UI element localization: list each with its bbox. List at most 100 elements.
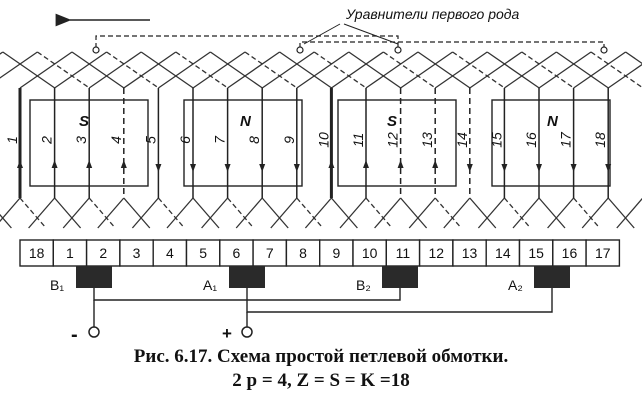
end-connection xyxy=(365,197,393,229)
end-connection xyxy=(123,51,177,89)
end-connection xyxy=(434,197,462,229)
end-connection xyxy=(443,197,471,229)
end-connection xyxy=(88,51,142,89)
current-arrow xyxy=(363,160,369,168)
commutator-segment xyxy=(85,239,121,267)
end-connection xyxy=(469,51,523,89)
end-connection xyxy=(607,197,635,229)
end-connection xyxy=(235,197,263,229)
conductor-label: 17 xyxy=(558,131,574,148)
end-connections xyxy=(0,51,642,229)
current-arrow xyxy=(605,164,612,172)
pole-letter: S xyxy=(79,113,89,130)
end-connection xyxy=(54,197,82,229)
equalizer-connections: Уравнители первого рода xyxy=(55,6,608,54)
brush xyxy=(229,266,265,288)
conductor-label: 9 xyxy=(281,136,297,144)
end-connection xyxy=(512,197,540,229)
commutator-segment-label: 18 xyxy=(29,245,45,261)
brush xyxy=(382,266,418,288)
brush xyxy=(534,266,570,288)
end-connection xyxy=(607,63,642,89)
commutator-segment xyxy=(185,239,221,267)
conductor-label: 8 xyxy=(246,136,262,144)
pole-letter: N xyxy=(547,113,559,130)
conductor-label: 2 xyxy=(39,136,55,145)
end-connection xyxy=(62,197,90,229)
pole-outline xyxy=(337,99,457,187)
commutator-segment-label: 16 xyxy=(562,245,578,261)
commutator-segment xyxy=(52,239,88,267)
pole-letter: N xyxy=(240,113,252,130)
end-connection xyxy=(192,51,246,89)
commutator-segment-label: 17 xyxy=(595,245,611,261)
end-connection xyxy=(616,197,642,229)
conductor-label: 18 xyxy=(592,132,608,148)
end-connection xyxy=(244,51,298,89)
end-connection xyxy=(71,51,125,89)
commutator-segment-label: 1 xyxy=(66,245,74,261)
end-connection xyxy=(434,51,488,89)
current-arrow xyxy=(328,160,335,168)
commutator-segment xyxy=(19,239,54,267)
equalizer-tap xyxy=(394,46,402,54)
end-connection xyxy=(201,197,229,229)
end-connection xyxy=(477,197,505,229)
terminal xyxy=(88,326,100,338)
current-arrow xyxy=(570,164,577,172)
equalizer-tap xyxy=(92,46,100,54)
end-connection xyxy=(97,197,125,229)
conductor-label: 7 xyxy=(212,135,228,144)
end-connection xyxy=(0,51,38,79)
end-connection xyxy=(348,51,402,89)
end-connection xyxy=(452,51,505,89)
end-connection xyxy=(88,197,116,229)
commutator-segment-label: 5 xyxy=(199,245,207,261)
brush xyxy=(76,266,112,288)
commutator-segment-label: 11 xyxy=(396,245,411,261)
figure-parameters: 2 p = 4, Z = S = K =18 xyxy=(232,370,410,391)
commutator-segment-label: 3 xyxy=(133,245,141,261)
conductor-label: 12 xyxy=(385,132,401,148)
commutator-segment-label: 8 xyxy=(299,245,307,261)
end-connection xyxy=(521,51,575,89)
end-connection xyxy=(296,51,350,89)
end-connection xyxy=(175,51,229,89)
current-arrow xyxy=(155,164,162,172)
end-connection xyxy=(400,197,428,229)
brush-label: A₂ xyxy=(508,277,523,293)
end-connection xyxy=(538,197,566,229)
conductor-label: 3 xyxy=(73,136,89,144)
commutator-segment-label: 15 xyxy=(528,245,544,261)
current-arrow xyxy=(432,160,439,168)
equalizer-tap xyxy=(296,46,304,54)
end-connection xyxy=(37,51,90,89)
commutator-segment xyxy=(518,239,554,267)
end-connection xyxy=(210,51,263,89)
brush-label: A₁ xyxy=(203,277,217,293)
end-connection xyxy=(261,197,289,229)
end-connection xyxy=(296,197,324,229)
end-connection xyxy=(538,51,592,89)
brush-label: B₁ xyxy=(50,277,64,293)
end-connection xyxy=(556,51,609,89)
end-connection xyxy=(270,197,298,229)
equalizer-label: Уравнители первого рода xyxy=(345,6,520,22)
equalizer-pointer xyxy=(303,23,341,45)
conductor-label: 1 xyxy=(4,136,20,144)
end-connection xyxy=(503,197,531,229)
commutator-segment-label: 10 xyxy=(362,245,378,261)
pole-letters: S N S N xyxy=(79,113,559,130)
end-connection xyxy=(469,197,497,229)
equalizer-pointer xyxy=(343,23,399,45)
conductor-label: 10 xyxy=(315,132,331,148)
current-arrow xyxy=(466,164,473,172)
conductor-label: 14 xyxy=(454,132,470,148)
end-connection xyxy=(2,51,56,89)
current-arrow xyxy=(51,160,58,168)
current-arrow xyxy=(86,160,93,168)
end-connection xyxy=(365,51,419,89)
